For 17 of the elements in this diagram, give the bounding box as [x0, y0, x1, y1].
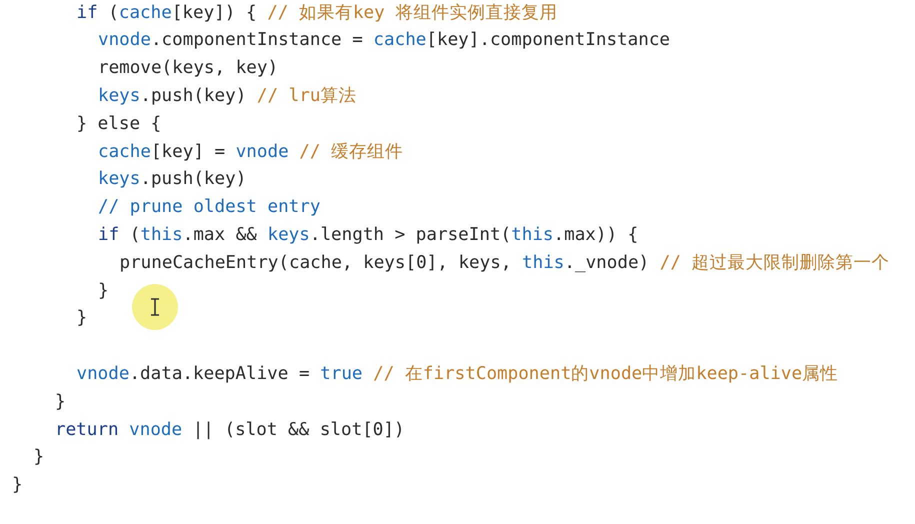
code-line: } — [34, 446, 44, 470]
code-line: cache[key] = vnode // 缓存组件 — [98, 140, 404, 164]
code-line: } — [55, 390, 66, 414]
code-line: } else { — [76, 112, 162, 136]
code-line: vnode.data.keepAlive = true // 在firstComponent的vnode中增加keep-alive属性 — [76, 362, 838, 386]
code-line: if (this.max && keys.length > parseInt(this.max)) { — [98, 224, 638, 247]
code-line: // prune oldest entry — [98, 196, 320, 220]
code-line: } — [98, 280, 109, 302]
code-line: keys.push(key) // lru算法 — [98, 84, 356, 108]
code-line: } — [12, 474, 23, 498]
code-line: remove(keys, key) — [98, 57, 278, 80]
code-line: return vnode || (slot && slot[0]) — [55, 418, 405, 442]
code-line: if (cache[key]) { // 如果有key 将组件实例直接复用 — [76, 2, 558, 24]
code-line: } — [76, 307, 88, 330]
code-line: vnode.componentInstance = cache[key].componentInstance — [98, 29, 670, 52]
code-line: keys.push(key) — [98, 168, 246, 192]
code-line: pruneCacheEntry(cache, keys[0], keys, this._vnode) // 超过最大限制删除第一个 — [120, 252, 890, 275]
